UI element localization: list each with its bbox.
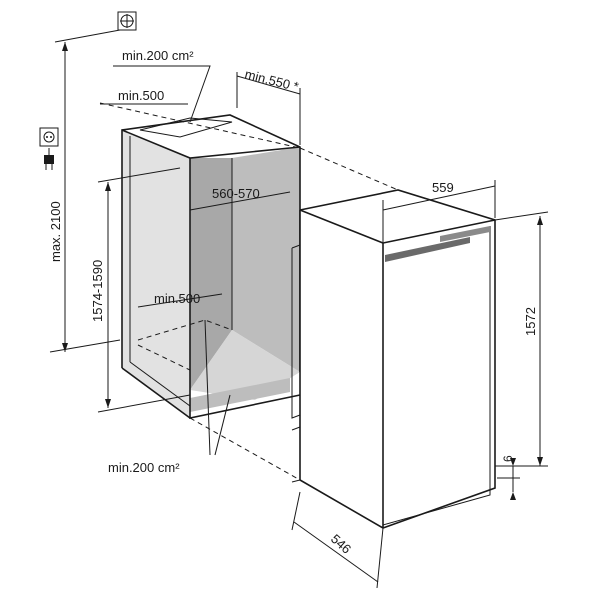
projection-top bbox=[299, 147, 399, 191]
door-handle bbox=[385, 237, 470, 262]
ground-box bbox=[117, 11, 137, 31]
dim-max-height-bottom-ext bbox=[49, 339, 121, 353]
side-mounting-strip-lower bbox=[291, 426, 301, 483]
socket-circle bbox=[43, 131, 55, 143]
niche-cabinet bbox=[99, 102, 301, 419]
dim-niche-height-bottom-ext bbox=[97, 394, 191, 413]
appliance-height-label: 1572 bbox=[523, 307, 538, 336]
niche-plinth bbox=[190, 378, 290, 412]
dim-arrow bbox=[537, 457, 543, 466]
power-plug-icon bbox=[44, 148, 54, 170]
dim-niche-width: 560-570 bbox=[189, 186, 291, 211]
width-line bbox=[382, 185, 496, 211]
depth-ext-left bbox=[291, 491, 301, 531]
dim-arrow bbox=[537, 216, 543, 225]
appliance-top-right-edge bbox=[382, 219, 496, 244]
max-height-label: max. 2100 bbox=[48, 201, 63, 262]
dim-max-height-top-ext bbox=[54, 29, 121, 43]
depth-ext-right bbox=[376, 527, 384, 589]
top-vent-leader bbox=[113, 65, 211, 123]
dim-depth-line bbox=[236, 75, 301, 95]
rear-top-label: min.500 bbox=[118, 88, 164, 103]
niche-bottom-side-edge bbox=[121, 367, 191, 419]
dim-arrow bbox=[510, 492, 516, 500]
socket-box bbox=[39, 127, 59, 147]
socket-pin bbox=[46, 136, 48, 138]
dim-bottom-vent: min.200 cm² bbox=[108, 319, 231, 475]
rear-vent-dashed-2 bbox=[137, 344, 191, 371]
niche-side-inner-bottom bbox=[129, 361, 191, 407]
top-vent-opening bbox=[139, 117, 233, 138]
dim-top-vent: min.200 cm² bbox=[113, 48, 211, 123]
top-vent-label: min.200 cm² bbox=[122, 48, 194, 63]
depth-line bbox=[293, 521, 379, 583]
power-socket-icon bbox=[39, 127, 59, 147]
projection-bottom bbox=[189, 417, 301, 481]
dim-rear-top: min.500 bbox=[100, 88, 188, 105]
bottom-vent-leader-2 bbox=[214, 394, 231, 456]
depth-top-label: min.550 * bbox=[243, 66, 300, 94]
niche-interior-back bbox=[190, 158, 232, 390]
appliance-top-front-edge bbox=[299, 209, 384, 244]
appliance-body bbox=[300, 190, 495, 528]
bottom-vent-leader-1 bbox=[204, 319, 211, 456]
appliance bbox=[291, 189, 496, 529]
socket-pin bbox=[50, 136, 52, 138]
door-hinge-bar bbox=[440, 226, 490, 242]
height-ext-top bbox=[494, 211, 549, 221]
earth-ground-icon bbox=[117, 11, 137, 31]
dim-niche-height-top-ext bbox=[97, 167, 181, 183]
dim-arrow bbox=[105, 399, 111, 408]
plug-body bbox=[44, 155, 54, 164]
niche-interior-right bbox=[232, 147, 300, 372]
side-mounting-strip bbox=[291, 244, 301, 419]
dim-niche-height: 1574-1590 bbox=[90, 167, 191, 413]
rear-wall-dashed bbox=[99, 102, 301, 149]
rear-bottom-line bbox=[137, 293, 223, 308]
dim-rear-bottom: min.500 bbox=[137, 291, 223, 308]
bottom-vent-label: min.200 cm² bbox=[108, 460, 180, 475]
niche-width-line bbox=[189, 191, 291, 211]
dim-appliance-height: 1572 bbox=[494, 211, 549, 467]
dim-arrow bbox=[105, 182, 111, 191]
appliance-width-label: 559 bbox=[432, 180, 454, 195]
dim-appliance-width: 559 bbox=[382, 180, 496, 242]
appliance-door bbox=[382, 226, 491, 526]
niche-width-label: 560-570 bbox=[212, 186, 260, 201]
appliance-depth-label: 546 bbox=[328, 531, 354, 557]
dim-gap-bottom: 6 bbox=[497, 455, 520, 500]
dim-arrow bbox=[510, 458, 516, 466]
dim-arrow bbox=[62, 42, 68, 51]
niche-height-label: 1574-1590 bbox=[90, 260, 105, 322]
dim-arrow bbox=[62, 343, 68, 352]
gap-bottom-label: 6 bbox=[501, 455, 515, 462]
